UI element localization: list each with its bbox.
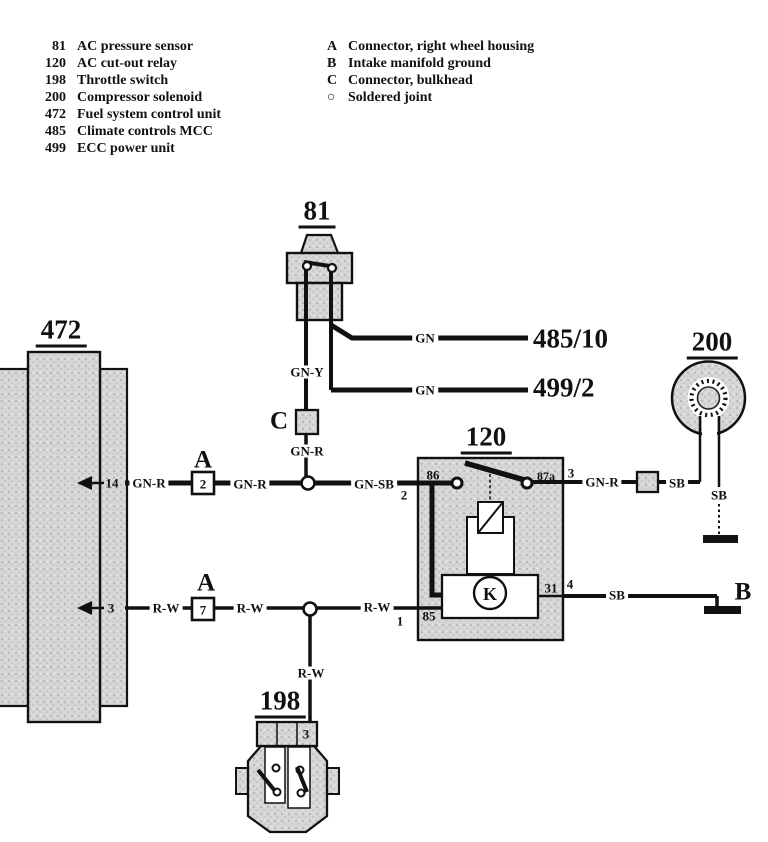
- external-pin-1: 1: [396, 613, 404, 629]
- component-label-120: 120: [460, 423, 512, 455]
- relay-pin-31: 31: [544, 580, 558, 596]
- wire-label-gn-r: GN-R: [230, 477, 270, 491]
- compressor-solenoid-200: [670, 360, 747, 438]
- wire-label-gn: GN: [412, 331, 438, 345]
- reference-485-10: 485/10: [533, 323, 609, 354]
- reference-499-2: 499/2: [533, 372, 595, 403]
- unit-pin-14: 14: [105, 475, 119, 491]
- wire-label-gn-r: GN-R: [582, 475, 622, 489]
- component-label-200: 200: [686, 328, 738, 360]
- wire-label-gn-r: GN-R: [287, 444, 327, 458]
- wire-label-gn-y: GN-Y: [287, 365, 327, 379]
- switch-pin-3: 3: [302, 726, 310, 742]
- arrow-into-472: [77, 601, 92, 615]
- external-pin-3: 3: [567, 465, 575, 481]
- legend-row: ○Soldered joint: [327, 90, 433, 105]
- ground-bar-solenoid: [703, 535, 738, 543]
- component-label-472: 472: [35, 316, 87, 348]
- k-coil-circle: [472, 575, 508, 611]
- external-pin-4: 4: [566, 576, 574, 592]
- connector-letter-a: A: [193, 446, 213, 474]
- component-label-198: 198: [254, 687, 306, 719]
- connector-c-bulkhead: [294, 408, 320, 436]
- switch-contact-arm: [256, 768, 277, 793]
- component-label-81: 81: [298, 197, 336, 229]
- connector-letter-a: A: [196, 569, 216, 597]
- wire-label-gn-r: GN-R: [129, 476, 169, 490]
- connector-letter-c: C: [269, 407, 289, 435]
- external-pin-2: 2: [400, 487, 408, 503]
- connector-a-upper: [190, 470, 216, 496]
- relay-switch-arm: [464, 460, 529, 484]
- ground-letter-b: B: [734, 578, 752, 606]
- relay-pin-85: 85: [422, 608, 436, 624]
- sensor-terminal: [301, 260, 313, 272]
- wire-label-r-w: R-W: [360, 600, 394, 614]
- sensor-terminal: [326, 262, 338, 274]
- relay-pin-86: 86: [426, 467, 440, 483]
- wire-label-r-w: R-W: [294, 666, 328, 680]
- soldered-joint: [300, 475, 316, 491]
- relay-coil-k: K: [482, 584, 498, 604]
- throttle-switch-198: [235, 720, 340, 834]
- fuel-system-control-unit-472: [0, 350, 129, 724]
- wire-label-sb: SB: [666, 476, 688, 490]
- unit-pin-3: 3: [107, 600, 115, 616]
- relay-terminal-87a: [520, 476, 534, 490]
- inline-connector: [635, 470, 660, 494]
- relay-coil-assembly: [440, 501, 540, 620]
- wire-label-sb: SB: [708, 488, 730, 502]
- connector-pin-2: 2: [199, 476, 207, 492]
- connector-pin-7: 7: [199, 602, 207, 618]
- relay-terminal-86: [450, 476, 464, 490]
- wire-label-gn-sb: GN-SB: [351, 477, 397, 491]
- wire-label-r-w: R-W: [233, 601, 267, 615]
- wire-label-sb: SB: [606, 588, 628, 602]
- relay-pin-87a: 87a: [537, 469, 555, 483]
- arrow-into-472: [77, 476, 92, 490]
- connector-a-lower: [190, 596, 216, 622]
- wire-label-r-w: R-W: [149, 601, 183, 615]
- switch-contact-arm: [295, 766, 309, 793]
- wire-label-gn: GN: [412, 383, 438, 397]
- soldered-joint: [302, 601, 318, 617]
- ground-bar-b: [704, 606, 741, 614]
- ac-pressure-sensor-81: [285, 233, 354, 322]
